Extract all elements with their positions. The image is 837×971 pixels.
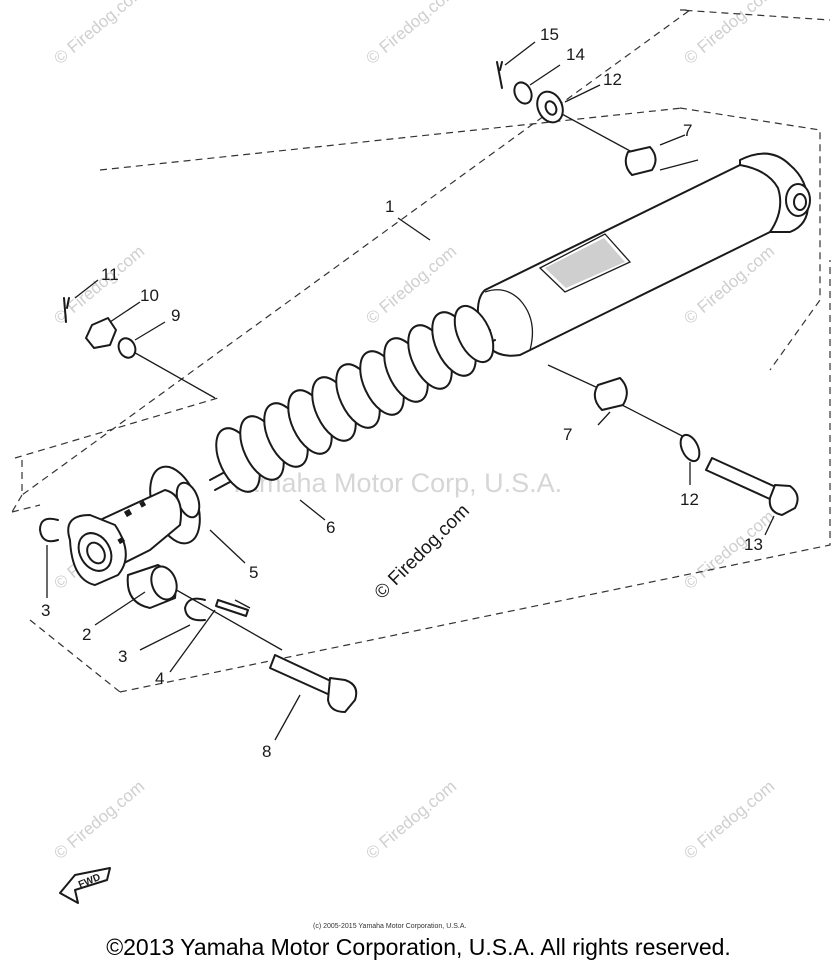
callout-3: 3 xyxy=(41,601,50,620)
callout-11: 11 xyxy=(101,265,119,284)
watermark: © Firedog.com xyxy=(680,0,778,68)
callout-3: 3 xyxy=(118,647,127,666)
callout-12: 12 xyxy=(680,490,699,509)
watermark: © Firedog.com xyxy=(362,777,460,863)
callout-6: 6 xyxy=(326,518,335,537)
callout-14: 14 xyxy=(566,45,585,64)
assembly-outline xyxy=(11,9,831,693)
copyright-footer: ©2013 Yamaha Motor Corporation, U.S.A. A… xyxy=(106,934,731,960)
watermark-grid: © Firedog.com © Firedog.com © Firedog.co… xyxy=(50,0,778,863)
fwd-arrow: FWD xyxy=(59,867,111,904)
callout-5: 5 xyxy=(249,563,258,582)
watermark: © Firedog.com xyxy=(680,507,778,593)
callout-9: 9 xyxy=(171,306,180,325)
lower-mount xyxy=(67,489,182,586)
callout-15: 15 xyxy=(540,25,559,44)
callout-2: 2 xyxy=(82,625,91,644)
callout-8: 8 xyxy=(262,742,271,761)
small-copyright: (c) 2005-2015 Yamaha Motor Corporation, … xyxy=(313,923,466,930)
watermark: © Firedog.com xyxy=(362,0,460,68)
watermark: © Firedog.com xyxy=(50,777,148,863)
callout-7: 7 xyxy=(683,121,692,140)
small-parts xyxy=(39,61,799,713)
callout-1: 1 xyxy=(385,197,394,216)
callout-numbers: 1 2 3 3 4 5 6 7 7 8 9 10 11 12 12 13 14 … xyxy=(41,25,763,761)
watermark-center: © Firedog.com xyxy=(371,500,474,603)
callout-13: 13 xyxy=(744,535,763,554)
watermark-overlay: Yamaha Motor Corp, U.S.A. xyxy=(228,468,562,498)
callout-7: 7 xyxy=(563,425,572,444)
callout-leaders xyxy=(46,41,775,741)
callout-10: 10 xyxy=(140,286,159,305)
spring xyxy=(215,304,495,493)
watermark: © Firedog.com xyxy=(680,777,778,863)
callout-4: 4 xyxy=(155,669,164,688)
callout-12: 12 xyxy=(603,70,622,89)
watermark: © Firedog.com xyxy=(50,0,148,68)
